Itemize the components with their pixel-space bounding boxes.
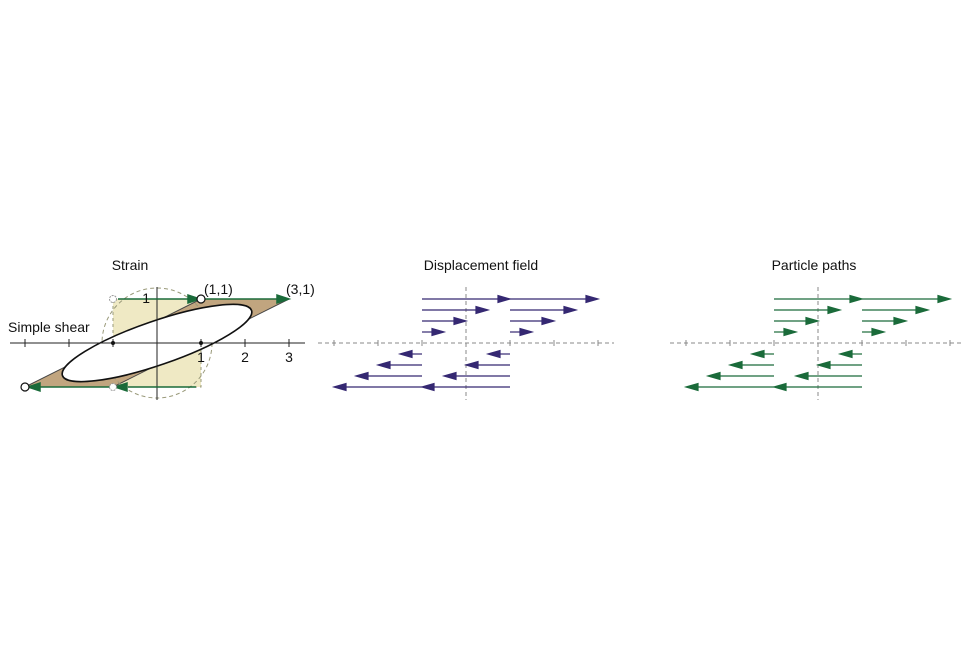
strain-panel: Strain Simple shear: [8, 257, 315, 400]
x-tick-2: 2: [241, 349, 249, 365]
simple-shear-label: Simple shear: [8, 319, 90, 335]
particle-paths-title: Particle paths: [772, 257, 857, 273]
point-b-label: (3,1): [286, 281, 315, 297]
particle-paths-panel: Particle paths: [670, 257, 962, 400]
x-tick-1: 1: [197, 349, 205, 365]
particle-axes: [670, 287, 962, 400]
displacement-title: Displacement field: [424, 257, 538, 273]
strain-motion-arrows: [25, 293, 292, 393]
x-tick-3: 3: [285, 349, 293, 365]
displacement-axes: [318, 287, 614, 400]
point-a-label: (1,1): [204, 281, 233, 297]
strain-title: Strain: [112, 257, 149, 273]
particle-arrows: [683, 294, 953, 392]
particle-ticks: [685, 340, 951, 346]
displacement-arrows: [331, 294, 601, 392]
displacement-ticks: [333, 340, 599, 346]
y-tick-1: 1: [142, 290, 150, 306]
displacement-panel: Displacement field: [318, 257, 614, 400]
strain-points: [20, 294, 206, 392]
